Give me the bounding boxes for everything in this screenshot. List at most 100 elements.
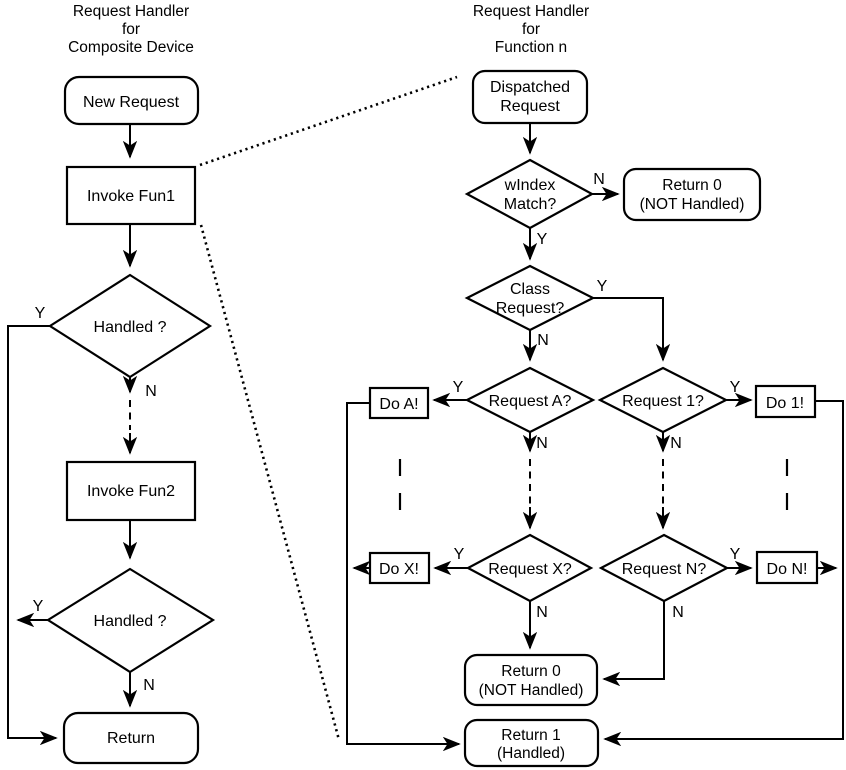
class-yes-label: Y	[597, 278, 608, 295]
right-chart-title: Request Handler for Function n	[473, 3, 589, 56]
request-n-yes-label: Y	[730, 546, 741, 563]
handled-2-label: Handled ?	[94, 613, 167, 630]
windex-match-line-2: Match?	[504, 196, 557, 213]
handled-2-yes-label: Y	[33, 598, 44, 615]
class-request-line-2: Request?	[496, 300, 565, 317]
do-a-box	[368, 386, 430, 420]
node-return0-bottom: Return 0 (NOT Handled)	[463, 653, 599, 707]
windex-yes-label: Y	[537, 231, 548, 248]
class-request-line-1: Class	[510, 281, 550, 298]
return0-bottom-line-1: Return 0	[501, 663, 561, 680]
request-a-yes-label: Y	[453, 379, 464, 396]
node-do-1: Do 1!	[754, 384, 817, 419]
node-request-n: Request N?	[598, 533, 730, 603]
request-1-diamond	[597, 366, 729, 434]
do-a-label: Do A!	[379, 396, 418, 413]
request-n-diamond	[598, 533, 730, 603]
node-class-request: Class Request?	[464, 264, 596, 332]
edge-do-a-rail-to-return1	[346, 402, 461, 752]
node-invoke-fun2: Invoke Fun2	[65, 460, 197, 522]
do-n-box	[755, 550, 819, 585]
handled-1-label: Handled ?	[94, 319, 167, 336]
node-handled-1: Handled ?	[47, 273, 213, 379]
right-title-line-2: for	[522, 21, 540, 38]
do-1-label: Do 1!	[766, 395, 804, 412]
new-request-box	[63, 75, 200, 126]
do-1-box	[754, 384, 817, 419]
handled-1-diamond	[47, 273, 213, 379]
edge-request-n-no-to-return0-bottom	[602, 601, 665, 687]
request-1-label: Request 1?	[622, 393, 704, 410]
node-invoke-fun1: Invoke Fun1	[65, 165, 197, 226]
node-return1: Return 1 (Handled)	[463, 718, 600, 768]
return0-bottom-line-2: (NOT Handled)	[479, 682, 584, 699]
handled-1-yes-label: Y	[35, 305, 46, 322]
left-title-line-3: Composite Device	[68, 39, 194, 56]
invoke-fun2-box	[65, 460, 197, 522]
dotted-connector-top	[199, 75, 458, 167]
request-1-yes-label: Y	[730, 379, 741, 396]
request-x-no-label: N	[536, 604, 548, 621]
return-label: Return	[107, 730, 155, 747]
expansion-connectors	[199, 75, 458, 741]
return1-line-2: (Handled)	[497, 745, 565, 762]
dotted-connector-bottom	[199, 224, 341, 741]
windex-no-label: N	[593, 171, 605, 188]
do-x-label: Do X!	[379, 561, 419, 578]
right-title-line-1: Request Handler	[473, 3, 589, 20]
left-chart-title: Request Handler for Composite Device	[68, 3, 194, 56]
node-return: Return	[62, 711, 200, 765]
new-request-label: New Request	[83, 94, 180, 111]
handled-1-no-label: N	[145, 383, 157, 400]
right-chart: Request Handler for Function n	[346, 3, 844, 768]
dispatched-request-box	[471, 69, 589, 125]
request-a-no-label: N	[536, 435, 548, 452]
request-x-yes-label: Y	[454, 546, 465, 563]
request-1-no-label: N	[670, 435, 682, 452]
left-chart: Request Handler for Composite Device New…	[7, 3, 216, 765]
return-box	[62, 711, 200, 765]
request-n-label: Request N?	[622, 561, 707, 578]
node-do-n: Do N!	[755, 550, 819, 585]
left-title-line-2: for	[122, 21, 140, 38]
return1-line-1: Return 1	[501, 727, 560, 744]
node-dispatched-request: Dispatched Request	[471, 69, 589, 125]
return0-bottom-box	[463, 653, 599, 707]
return0-top-line-1: Return 0	[662, 177, 722, 194]
node-do-a: Do A!	[368, 386, 430, 420]
handled-2-no-label: N	[143, 677, 155, 694]
invoke-fun1-box	[65, 165, 197, 226]
class-request-diamond	[464, 264, 596, 332]
request-n-no-label: N	[672, 604, 684, 621]
left-title-line-1: Request Handler	[73, 3, 189, 20]
invoke-fun2-label: Invoke Fun2	[87, 483, 175, 500]
edge-do-1-rail-to-return1	[603, 400, 844, 747]
right-title-line-3: Function n	[495, 39, 567, 56]
node-new-request: New Request	[63, 75, 200, 126]
right-chart-edges	[346, 123, 844, 752]
return0-top-line-2: (NOT Handled)	[640, 196, 745, 213]
edge-class-yes-to-request1	[593, 297, 671, 362]
handled-2-diamond	[45, 567, 216, 674]
request-a-label: Request A?	[489, 393, 572, 410]
dispatched-request-line-2: Request	[500, 98, 560, 115]
node-handled-2: Handled ?	[45, 567, 216, 674]
node-return0-top: Return 0 (NOT Handled)	[622, 167, 762, 222]
windex-match-diamond	[464, 158, 595, 230]
windex-match-line-1: wIndex	[504, 177, 556, 194]
node-windex-match: wIndex Match?	[464, 158, 595, 230]
node-do-x: Do X!	[368, 551, 431, 585]
request-x-diamond	[465, 533, 594, 603]
invoke-fun1-label: Invoke Fun1	[87, 188, 175, 205]
node-request-x: Request X?	[465, 533, 594, 603]
node-request-a: Request A?	[464, 366, 596, 434]
do-n-label: Do N!	[767, 561, 808, 578]
dispatched-request-line-1: Dispatched	[490, 79, 570, 96]
return0-top-box	[622, 167, 762, 222]
edge-handled1-yes-rail-to-return	[7, 325, 58, 746]
node-request-1: Request 1?	[597, 366, 729, 434]
class-no-label: N	[537, 332, 549, 349]
left-chart-edges	[7, 124, 138, 746]
